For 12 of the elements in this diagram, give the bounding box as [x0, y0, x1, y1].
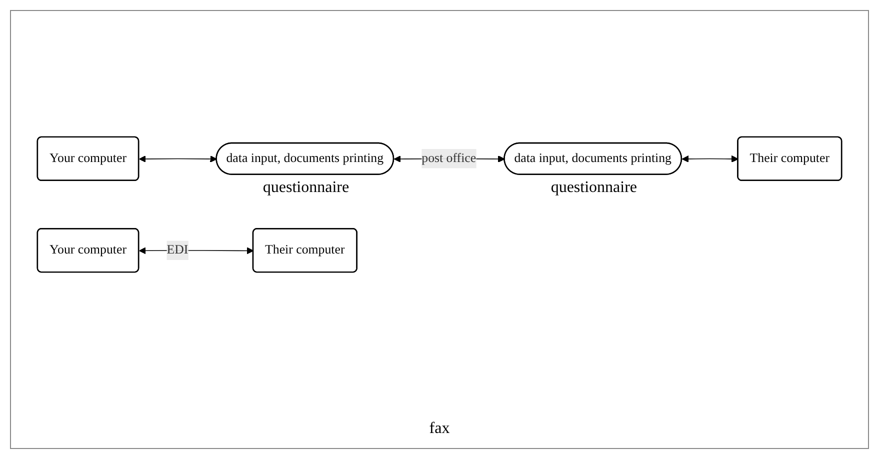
side-note: questionnaire [262, 179, 350, 198]
process-ellipse: data input, documents printing [504, 142, 682, 175]
process-ellipse: data input, documents printing [216, 142, 394, 175]
computer-box: Your computer [36, 228, 140, 273]
double-arrow [138, 155, 218, 163]
computer-box: Your computer [36, 136, 140, 181]
computer-box: Their computer [252, 228, 358, 273]
double-arrow [682, 155, 738, 162]
side-note: questionnaire [550, 179, 638, 198]
computer-box: Their computer [737, 136, 842, 181]
connector-label: fax [429, 420, 450, 437]
double-arrow [138, 247, 254, 254]
